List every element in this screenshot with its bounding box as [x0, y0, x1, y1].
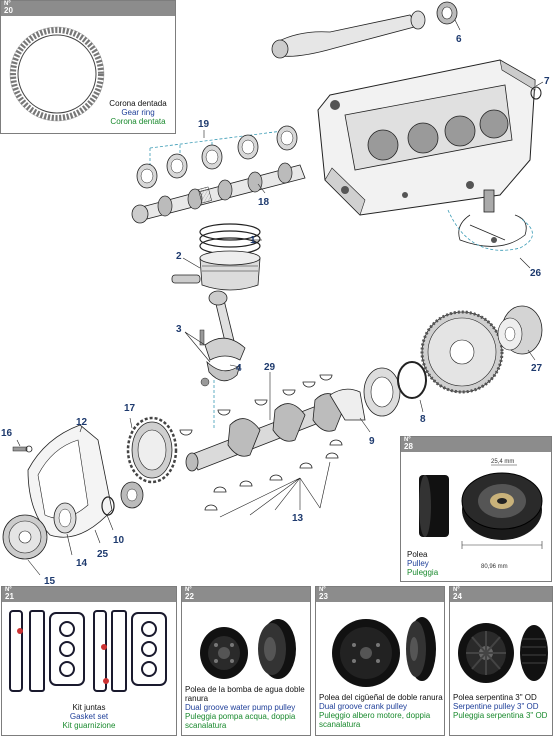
dimension-diameter: 80,96 mm	[481, 564, 508, 570]
panel-24-serpentine-pulley: Nº 24 Polea serpentina 3" OD Serpentine …	[449, 586, 553, 736]
panel-20-gear-ring: Nº 20 Corona dentada Gear ring Corona de…	[0, 0, 176, 134]
panel-23-caption: Polea del cigüeñal de doble ranura Dual …	[319, 693, 443, 729]
number-mark: Nº	[5, 587, 12, 593]
panel-21-caption: Kit juntas Gasket set Kit guarnizione	[2, 703, 176, 730]
number-mark: Nº	[453, 587, 460, 593]
part-19-cam-bearings	[136, 125, 298, 189]
gasket-set-image	[9, 610, 167, 692]
part-29-crankshaft	[185, 393, 353, 472]
callout-12: 12	[76, 417, 88, 428]
part-18-camshaft	[131, 162, 306, 224]
panel-header: Nº 24	[450, 587, 552, 602]
part-6-shaft	[271, 1, 458, 59]
panel-28-caption: Polea Pulley Puleggia	[407, 550, 438, 577]
part-12-timing-cover	[27, 424, 113, 538]
flywheel	[420, 310, 504, 394]
caption-english: Gasket set	[69, 712, 109, 721]
caption-spanish: Corona dentada	[109, 99, 167, 108]
caption-italian: Kit guarnizione	[62, 721, 116, 730]
number-mark: Nº	[404, 437, 411, 443]
caption-italian: Puleggia pompa acqua, doppia scanalatura	[185, 712, 296, 730]
panel-number: 24	[453, 592, 462, 601]
caption-italian: Puleggia	[407, 568, 439, 577]
caption-english: Serpentine pulley 3" OD	[453, 702, 539, 711]
panel-number: 20	[4, 6, 13, 15]
serpentine-pulley-image	[458, 623, 548, 683]
part-13-main-bearings	[179, 374, 343, 511]
panel-28-pulley: Nº 28 25,4 mm 80,96 mm Polea Pulley Pule…	[400, 436, 552, 582]
panel-header: Nº 28	[401, 437, 551, 452]
callout-17: 17	[124, 403, 136, 414]
gear-ring-image	[9, 26, 105, 122]
part-27-converter-hub	[497, 305, 543, 355]
callout-8: 8	[420, 414, 426, 425]
panel-number: 28	[404, 442, 413, 451]
callout-3: 3	[176, 324, 182, 335]
part-14-crank-seal	[53, 502, 77, 534]
caption-spanish: Polea	[407, 550, 428, 559]
number-mark: Nº	[4, 1, 11, 7]
callout-14: 14	[76, 558, 88, 569]
panel-number: 21	[5, 592, 14, 601]
dimension-width: 25,4 mm	[491, 459, 514, 465]
caption-english: Dual groove water pump pulley	[185, 703, 296, 712]
pulley-image: 25,4 mm	[419, 459, 543, 549]
panel-20-caption: Corona dentada Gear ring Corona dentata	[101, 99, 175, 126]
panel-header: Nº 20	[1, 1, 175, 16]
callout-19: 19	[198, 119, 210, 130]
panel-21-gasket-set: Nº 21 Kit juntas Gasket set Kit guarnizi…	[1, 586, 177, 736]
panel-24-caption: Polea serpentina 3" OD Serpentine pulley…	[453, 693, 553, 720]
callout-27: 27	[531, 363, 543, 374]
callout-10: 10	[113, 535, 125, 546]
part-15-harmonic-balancer	[2, 514, 48, 560]
callout-15: 15	[44, 576, 56, 587]
callout-7: 7	[544, 76, 550, 87]
part-10-washer	[101, 496, 115, 516]
panel-number: 23	[319, 592, 328, 601]
part-16-bolt	[12, 445, 33, 453]
caption-english: Gear ring	[121, 108, 155, 117]
callout-6: 6	[456, 34, 462, 45]
panel-header: Nº 22	[182, 587, 310, 602]
callout-9: 9	[369, 436, 375, 447]
caption-spanish: Polea del cigüeñal de doble ranura	[319, 693, 443, 702]
part-2-piston	[171, 250, 261, 291]
callout-18: 18	[258, 197, 270, 208]
callout-26: 26	[530, 268, 542, 279]
callout-13: 13	[292, 513, 304, 524]
caption-english: Dual groove crank pulley	[319, 702, 408, 711]
panel-header: Nº 23	[316, 587, 444, 602]
caption-italian: Puleggio albero motore, doppia scanalatu…	[319, 711, 431, 729]
crank-pulley-image	[332, 617, 436, 687]
part-8-rear-main-seal	[363, 361, 427, 417]
panel-22-caption: Polea de la bomba de agua doble ranura D…	[185, 685, 309, 730]
part-17-timing-chain-set	[120, 416, 178, 509]
callout-1: 1	[250, 235, 256, 246]
panel-23-crank-pulley: Nº 23 Polea del cigüeñal de doble ranura…	[315, 586, 445, 736]
number-mark: Nº	[185, 587, 192, 593]
callout-2: 2	[176, 251, 182, 262]
callout-16: 16	[1, 428, 13, 439]
caption-italian: Puleggia serpentina 3" OD	[453, 711, 548, 720]
callout-25: 25	[97, 549, 109, 560]
caption-english: Pulley	[407, 559, 429, 568]
part-3-connecting-rod	[199, 290, 246, 387]
caption-spanish: Kit juntas	[72, 703, 106, 712]
panel-header: Nº 21	[2, 587, 176, 602]
callout-4: 4	[236, 363, 242, 374]
caption-italian: Corona dentata	[110, 117, 166, 126]
caption-spanish: Polea serpentina 3" OD	[453, 693, 537, 702]
callout-29: 29	[264, 362, 276, 373]
panel-22-water-pump-pulley: Nº 22 Polea de la bomba de agua doble ra…	[181, 586, 311, 736]
part-26-sensor	[458, 189, 527, 247]
part-7-plug	[530, 86, 542, 100]
water-pump-pulley-image	[200, 619, 296, 679]
caption-spanish: Polea de la bomba de agua doble ranura	[185, 685, 305, 703]
number-mark: Nº	[319, 587, 326, 593]
engine-block	[317, 59, 536, 216]
part-9-rear-seal-retainer	[329, 388, 366, 421]
panel-number: 22	[185, 592, 194, 601]
